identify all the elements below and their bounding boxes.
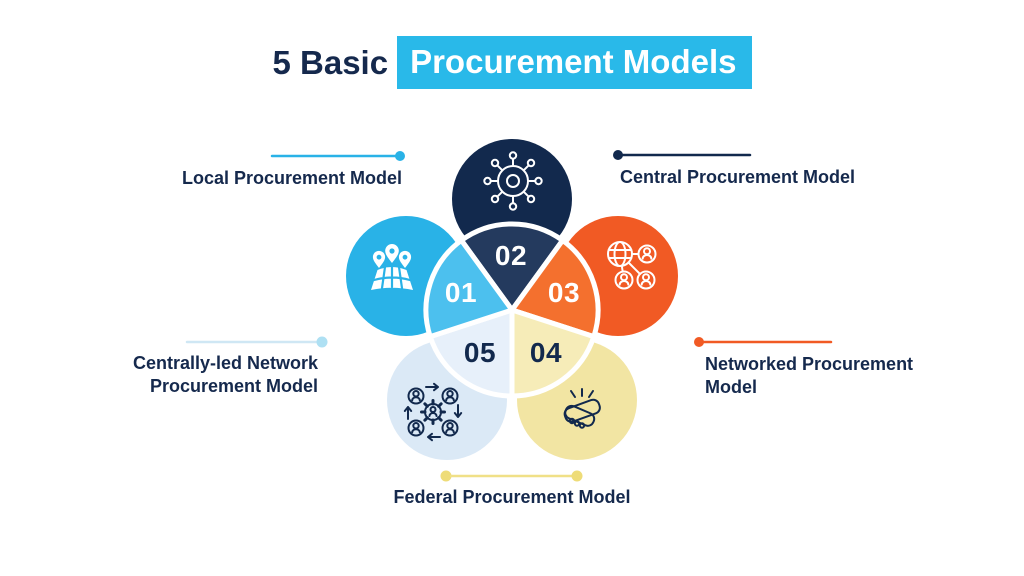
title-prefix: 5 Basic [272, 44, 389, 81]
label-networked-procurement-model: Networked Procurement Model [705, 354, 914, 397]
federal-connector-dot-right [571, 470, 583, 482]
handshake-icon [563, 388, 601, 429]
networked-connector-dot [694, 337, 704, 347]
label-centrally-led-network-model: Centrally-led Network Procurement Model [132, 353, 318, 396]
centrally-led-connector-dot [316, 336, 328, 348]
wedge-number-03: 03 [547, 277, 581, 308]
wedge-number-01: 01 [444, 277, 478, 308]
local-map-pins-icon [371, 243, 413, 290]
team-process-cycle-icon [403, 382, 463, 442]
connectors [185, 150, 833, 482]
label-central-procurement-model: Central Procurement Model [620, 167, 856, 187]
central-connector-dot [613, 150, 623, 160]
label-federal-procurement-model: Federal Procurement Model [393, 487, 631, 507]
wedge-number-05: 05 [463, 337, 497, 368]
global-user-network-icon [607, 241, 657, 290]
title-highlight: Procurement Models [397, 36, 752, 89]
wedge-02 [458, 221, 566, 313]
center-pie [423, 221, 601, 399]
federal-connector-dot-left [440, 470, 452, 482]
local-connector-dot [395, 151, 405, 161]
wedge-number-04: 04 [529, 337, 563, 368]
wedge-number-02: 02 [494, 240, 528, 271]
label-local-procurement-model: Local Procurement Model [181, 168, 402, 188]
central-hub-network-icon [483, 151, 543, 211]
wedge-04 [509, 307, 597, 399]
wedge-03 [509, 237, 601, 340]
page-title: 5 Basic Procurement Models [0, 36, 1024, 89]
wedge-01 [423, 237, 515, 340]
